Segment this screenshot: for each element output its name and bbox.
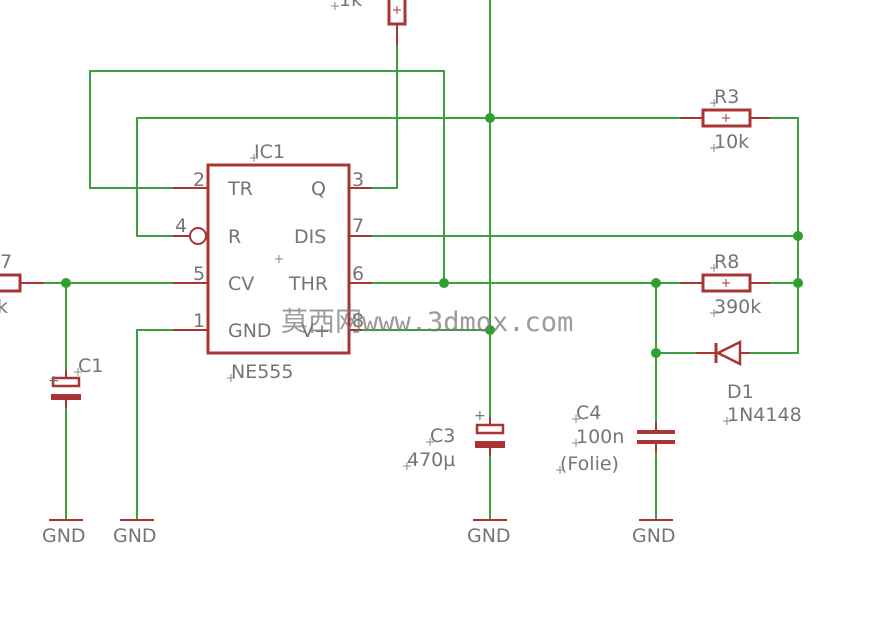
- c3-name: C3: [430, 425, 455, 447]
- r3-resistor: R3 10k: [680, 86, 770, 153]
- ic1-label-vplus: V+: [301, 320, 330, 342]
- c3-minus-plate: [475, 441, 505, 448]
- origin-cross: [710, 264, 718, 317]
- origin-cross: [227, 154, 283, 382]
- junction-dot: [61, 278, 71, 288]
- r3-name: R3: [714, 86, 739, 108]
- c3-plus-plate: [475, 423, 505, 435]
- left-resistor-value: k: [0, 296, 8, 318]
- junction-dot: [485, 325, 495, 335]
- origin-cross: [331, 2, 339, 10]
- ic1-pin-number-2: 2: [193, 169, 205, 191]
- ic1-label-tr: TR: [227, 178, 253, 200]
- ic1-name: IC1: [254, 141, 285, 163]
- c4-value: 100n: [576, 426, 624, 448]
- d1-name: D1: [727, 381, 754, 403]
- ic1-pin-number-3: 3: [352, 169, 364, 191]
- origin-cross: [403, 438, 434, 470]
- ic1-pin-number-6: 6: [352, 263, 364, 285]
- c4-capacitor: C4 100n (Folie): [556, 402, 675, 475]
- top-resistor-value: 1k: [339, 0, 362, 11]
- r8-name: R8: [714, 251, 739, 273]
- gnd-label: GND: [42, 525, 86, 547]
- junction-dot: [651, 278, 661, 288]
- junction-dot: [793, 231, 803, 241]
- c3-value: 470µ: [407, 449, 455, 471]
- origin-cross: [556, 415, 580, 474]
- gnd-label: GND: [113, 525, 157, 547]
- c4-note: (Folie): [560, 453, 619, 475]
- junction-dot: [439, 278, 449, 288]
- ic1-body: [206, 163, 351, 355]
- wire-ic-gnd: [136, 329, 173, 520]
- d1-triangle: [715, 339, 742, 367]
- d1-diode: D1 1N4148: [696, 339, 802, 426]
- c1-name: C1: [78, 355, 103, 377]
- r8-body: [701, 273, 752, 293]
- origin-cross: [722, 114, 730, 122]
- origin-cross: [723, 417, 731, 425]
- ic1-label-q: Q: [311, 178, 326, 200]
- r8-value: 390k: [714, 296, 761, 318]
- c3-plus-sign: +: [474, 408, 486, 424]
- ic1-ne555: 2 4 5 1 3 7 6 8 TR R CV GND Q DIS THR V+…: [173, 141, 372, 383]
- left-resistor-name: 7: [0, 251, 12, 273]
- c1-minus-plate: [51, 394, 81, 400]
- r8-resistor: R8 390k: [680, 251, 770, 318]
- ic1-pin-number-4: 4: [175, 215, 187, 237]
- origin-cross: [393, 6, 401, 14]
- wires: [44, 0, 799, 520]
- ic1-label-thr: THR: [288, 273, 328, 295]
- ic1-pin-number-7: 7: [352, 215, 364, 237]
- ic1-pin-number-1: 1: [193, 310, 205, 332]
- ic1-pin-number-8: 8: [352, 310, 364, 332]
- left-resistor-partial: 7 k: [0, 251, 44, 318]
- ic1-value: NE555: [231, 361, 293, 383]
- wire-reset: [136, 117, 680, 237]
- junction-dot: [485, 113, 495, 123]
- junction-dot: [793, 278, 803, 288]
- ic1-label-r: R: [228, 226, 241, 248]
- gnd-label: GND: [467, 525, 511, 547]
- origin-cross: [74, 368, 82, 376]
- c1-plus-sign: +: [48, 373, 60, 389]
- ic1-label-cv: CV: [228, 273, 254, 295]
- ic1-label-dis: DIS: [294, 226, 326, 248]
- ic1-pin-number-5: 5: [193, 263, 205, 285]
- wire-output-q: [372, 45, 398, 189]
- d1-value: 1N4148: [727, 404, 802, 426]
- ground-symbols: GND GND GND GND: [42, 519, 676, 547]
- top-resistor-partial: 1k: [331, 0, 407, 45]
- c1-capacitor: + C1: [48, 355, 103, 408]
- r3-body: [701, 108, 752, 128]
- origin-cross: [722, 279, 730, 287]
- ic1-pin-4-inverter: [189, 227, 207, 245]
- r3-value: 10k: [714, 131, 749, 153]
- c4-name: C4: [576, 402, 601, 424]
- origin-cross: [710, 99, 718, 152]
- gnd-label: GND: [632, 525, 676, 547]
- c4-plate-bottom: [637, 440, 675, 444]
- watermark: 莫西网www.3dmox.com: [281, 307, 573, 338]
- ic1-label-gnd: GND: [228, 320, 272, 342]
- c1-plus-plate: [51, 376, 81, 388]
- c3-capacitor: + C3 470µ: [403, 408, 505, 471]
- junctions: [61, 113, 803, 358]
- left-resistor-body: [0, 273, 22, 293]
- c4-plate-top: [637, 430, 675, 434]
- junction-dot: [651, 348, 661, 358]
- wire-trigger-loop: [89, 70, 445, 283]
